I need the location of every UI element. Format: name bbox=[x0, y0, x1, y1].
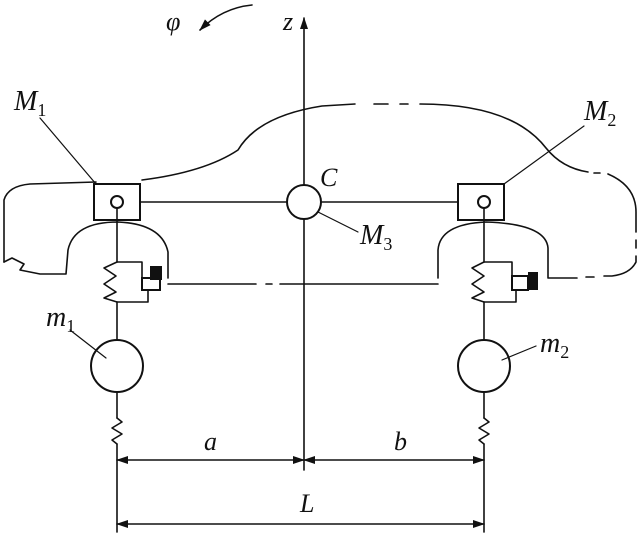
label-z: z bbox=[282, 7, 293, 36]
leader-lines bbox=[39, 117, 585, 361]
rotation-arrow bbox=[199, 4, 253, 31]
wheel-m2 bbox=[457, 339, 511, 393]
label-m2-lower: m2 bbox=[540, 328, 569, 362]
label-a: a bbox=[204, 427, 217, 456]
wheel-m1 bbox=[90, 339, 144, 393]
label-phi: φ bbox=[166, 7, 180, 36]
mass-box-m1 bbox=[93, 183, 141, 221]
car-body-outline bbox=[3, 103, 637, 279]
label-b: b bbox=[394, 427, 407, 456]
label-m1-upper: M1 bbox=[13, 86, 46, 120]
label-m1-lower: m1 bbox=[46, 302, 75, 336]
tire-spring-right bbox=[478, 391, 490, 533]
mass-box-m2 bbox=[457, 183, 505, 221]
left-suspension bbox=[103, 207, 162, 341]
label-c: C bbox=[320, 163, 338, 192]
tire-spring-left bbox=[111, 391, 123, 533]
mass-center-m3 bbox=[286, 184, 322, 220]
right-suspension bbox=[471, 207, 538, 341]
label-m2-upper: M2 bbox=[583, 96, 616, 130]
label-m3: M3 bbox=[359, 220, 392, 254]
label-l: L bbox=[299, 489, 314, 518]
